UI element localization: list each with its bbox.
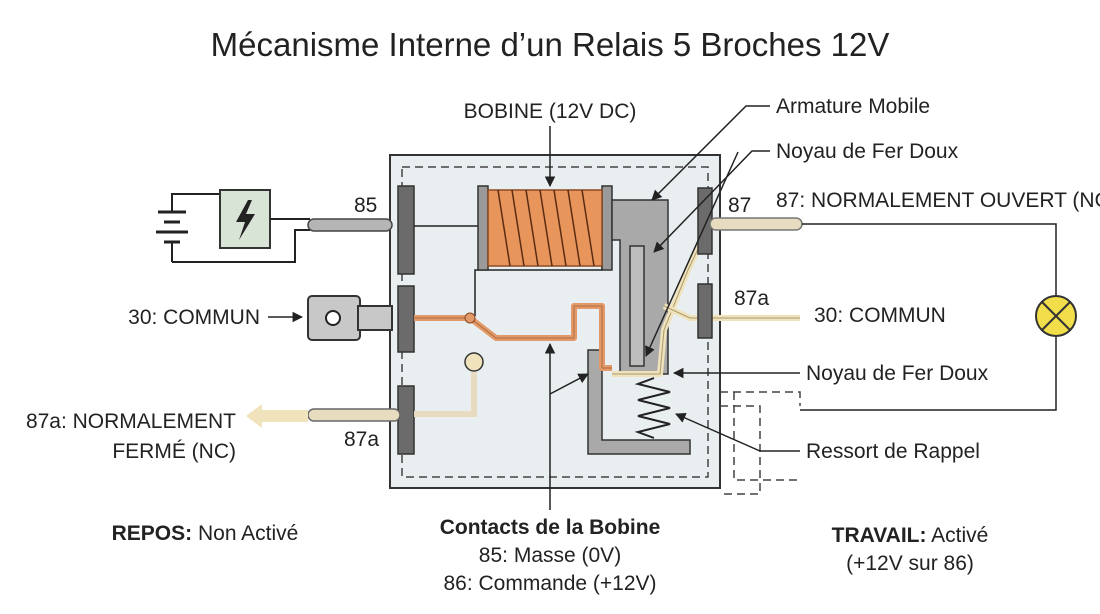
terminal-30 (397, 285, 415, 353)
nc-contact-point (464, 352, 484, 372)
pin-label-87a-left: 87a (344, 428, 379, 451)
footer-contacts-line2: 86: Commande (+12V) (443, 572, 656, 595)
pin-85-lead (307, 218, 393, 232)
pin-30-connector (357, 305, 393, 331)
lamp-icon (1035, 295, 1077, 337)
arrow-armature (651, 105, 770, 201)
armature-plate (629, 245, 645, 367)
label-no: 87: NORMALEMENT OUVERT (NO) (776, 189, 1100, 212)
label-armature: Armature Mobile (776, 95, 930, 118)
terminal-87 (697, 187, 713, 255)
pin-87-lead (709, 217, 803, 231)
footer-repos-bold: REPOS: (112, 522, 193, 545)
commun-contact-outline (663, 305, 800, 319)
pin-87a-lead (307, 408, 401, 422)
terminal-87a-left (397, 385, 415, 455)
diagram-title: Mécanisme Interne d’un Relais 5 Broches … (211, 26, 890, 63)
label-noyau-top: Noyau de Fer Doux (776, 140, 959, 163)
dashed-guide (720, 391, 801, 495)
label-bobine: BOBINE (12V DC) (464, 100, 637, 123)
footer-repos: REPOS: Non Activé (112, 522, 299, 545)
lamp-wire (800, 223, 1057, 411)
power-wire-bottom (172, 229, 310, 263)
terminal-85 (397, 185, 415, 275)
label-ressort: Ressort de Rappel (806, 440, 980, 463)
footer-contacts-line1: 85: Masse (0V) (479, 544, 621, 567)
power-wire-top (171, 193, 220, 204)
pin-label-87: 87 (728, 194, 751, 217)
pin-label-87a-right: 87a (734, 287, 769, 310)
label-commun-right: 30: COMMUN (814, 304, 946, 327)
arrow-noyau-top (653, 150, 770, 253)
label-commun-left: 30: COMMUN (128, 306, 260, 329)
footer-contacts-title: Contacts de la Bobine (440, 516, 661, 539)
pin-30-hole (325, 310, 341, 326)
battery-icon (156, 204, 188, 262)
arrow-ressort (675, 413, 800, 452)
label-nc-line2: FERMÉ (NC) (112, 440, 236, 463)
label-noyau-mid: Noyau de Fer Doux (806, 362, 989, 385)
nc-arrow-icon (246, 404, 308, 428)
pivot-point (464, 312, 476, 324)
pin-label-85: 85 (354, 194, 377, 217)
arrow-core-down (645, 151, 739, 357)
arrow-contacts-2 (549, 373, 589, 395)
footer-travail: TRAVAIL: Activé (832, 524, 989, 547)
lightning-icon (236, 200, 255, 240)
footer-travail-bold: TRAVAIL: (832, 524, 927, 547)
label-nc-line1: 87a: NORMALEMENT (26, 410, 236, 433)
footer-repos-text: Non Activé (192, 522, 298, 545)
footer-travail-line2: (+12V sur 86) (846, 552, 974, 575)
terminal-87a-right (697, 283, 713, 339)
nc-inner-wire (414, 372, 477, 417)
return-spring (634, 377, 671, 439)
no-contact-outline (612, 227, 709, 375)
footer-travail-text: Activé (927, 524, 989, 547)
coil (477, 185, 613, 271)
